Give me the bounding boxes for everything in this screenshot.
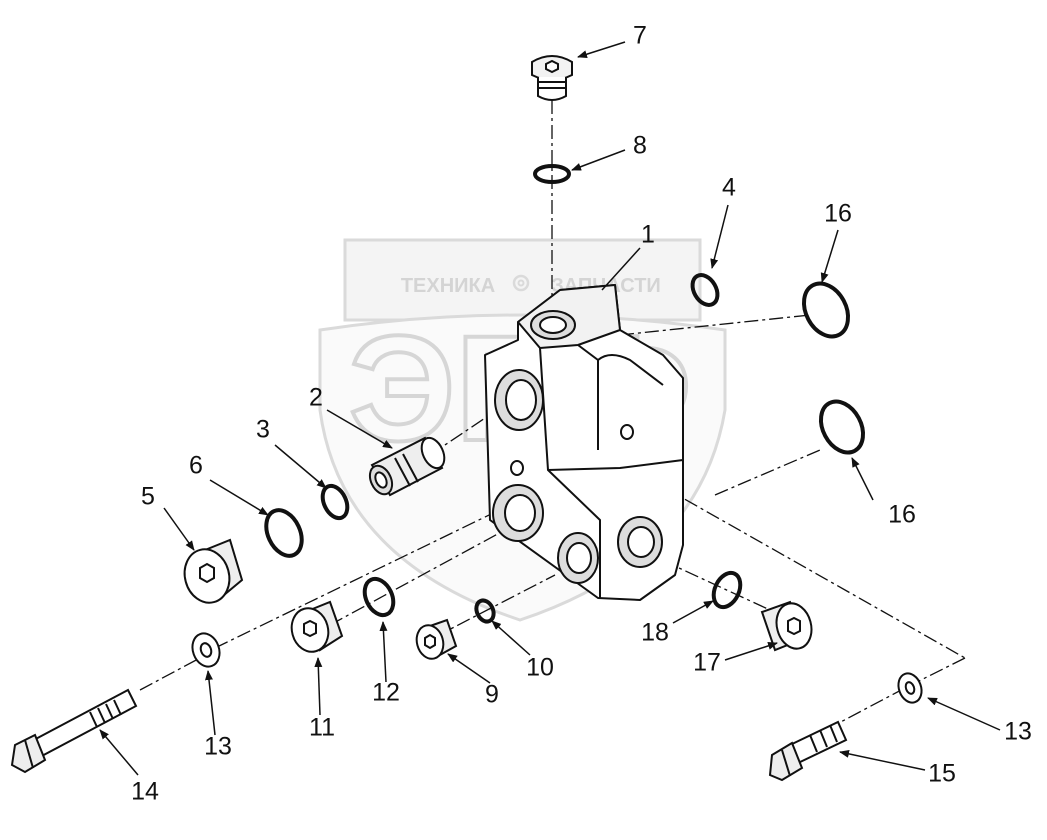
- callout-4: 4: [722, 173, 736, 202]
- part-5-plug: [183, 538, 244, 604]
- part-8-o-ring: [533, 164, 571, 184]
- callout-13-left: 13: [204, 732, 232, 761]
- part-13-washer-left: [191, 632, 221, 668]
- part-7-plug: [531, 55, 573, 101]
- watermark-brand-left: ТЕХНИКА: [401, 275, 495, 297]
- part-3-o-ring: [320, 483, 350, 521]
- part-18-o-ring: [711, 570, 743, 610]
- part-14-long-bolt: [10, 688, 138, 774]
- part-9-plug: [415, 618, 458, 660]
- callout-6: 6: [189, 451, 203, 480]
- part-15-short-bolt: [768, 720, 848, 782]
- callout-17: 17: [693, 648, 721, 677]
- callout-8: 8: [633, 131, 647, 160]
- part-11-plug: [290, 600, 344, 653]
- callout-14: 14: [131, 777, 159, 806]
- callout-18: 18: [641, 618, 669, 647]
- part-2-valve-cartridge: [368, 436, 446, 497]
- callout-9: 9: [485, 680, 499, 709]
- callout-16-lower: 16: [888, 500, 916, 529]
- valve-body: [484, 284, 684, 601]
- callout-16-upper: 16: [824, 199, 852, 228]
- callout-1: 1: [641, 220, 655, 249]
- part-10-o-ring: [474, 598, 496, 624]
- part-16-o-ring-lower: [818, 399, 866, 455]
- part-17-plug: [760, 600, 813, 652]
- callout-7: 7: [633, 21, 647, 50]
- part-13-washer-right: [897, 672, 923, 704]
- watermark-gear-icon: [512, 274, 530, 292]
- part-6-o-ring: [264, 508, 304, 558]
- part-4-o-ring: [690, 273, 720, 307]
- part-12-o-ring: [362, 576, 396, 618]
- callout-5: 5: [141, 482, 155, 511]
- callout-11: 11: [309, 713, 335, 742]
- part-16-o-ring-upper: [801, 281, 851, 339]
- callout-13-right: 13: [1004, 717, 1032, 746]
- callout-10: 10: [526, 653, 554, 682]
- callout-12: 12: [372, 678, 400, 707]
- leader-arrows: [99, 41, 1001, 776]
- callout-2: 2: [309, 383, 323, 412]
- callout-15: 15: [928, 759, 956, 788]
- callout-3: 3: [256, 415, 270, 444]
